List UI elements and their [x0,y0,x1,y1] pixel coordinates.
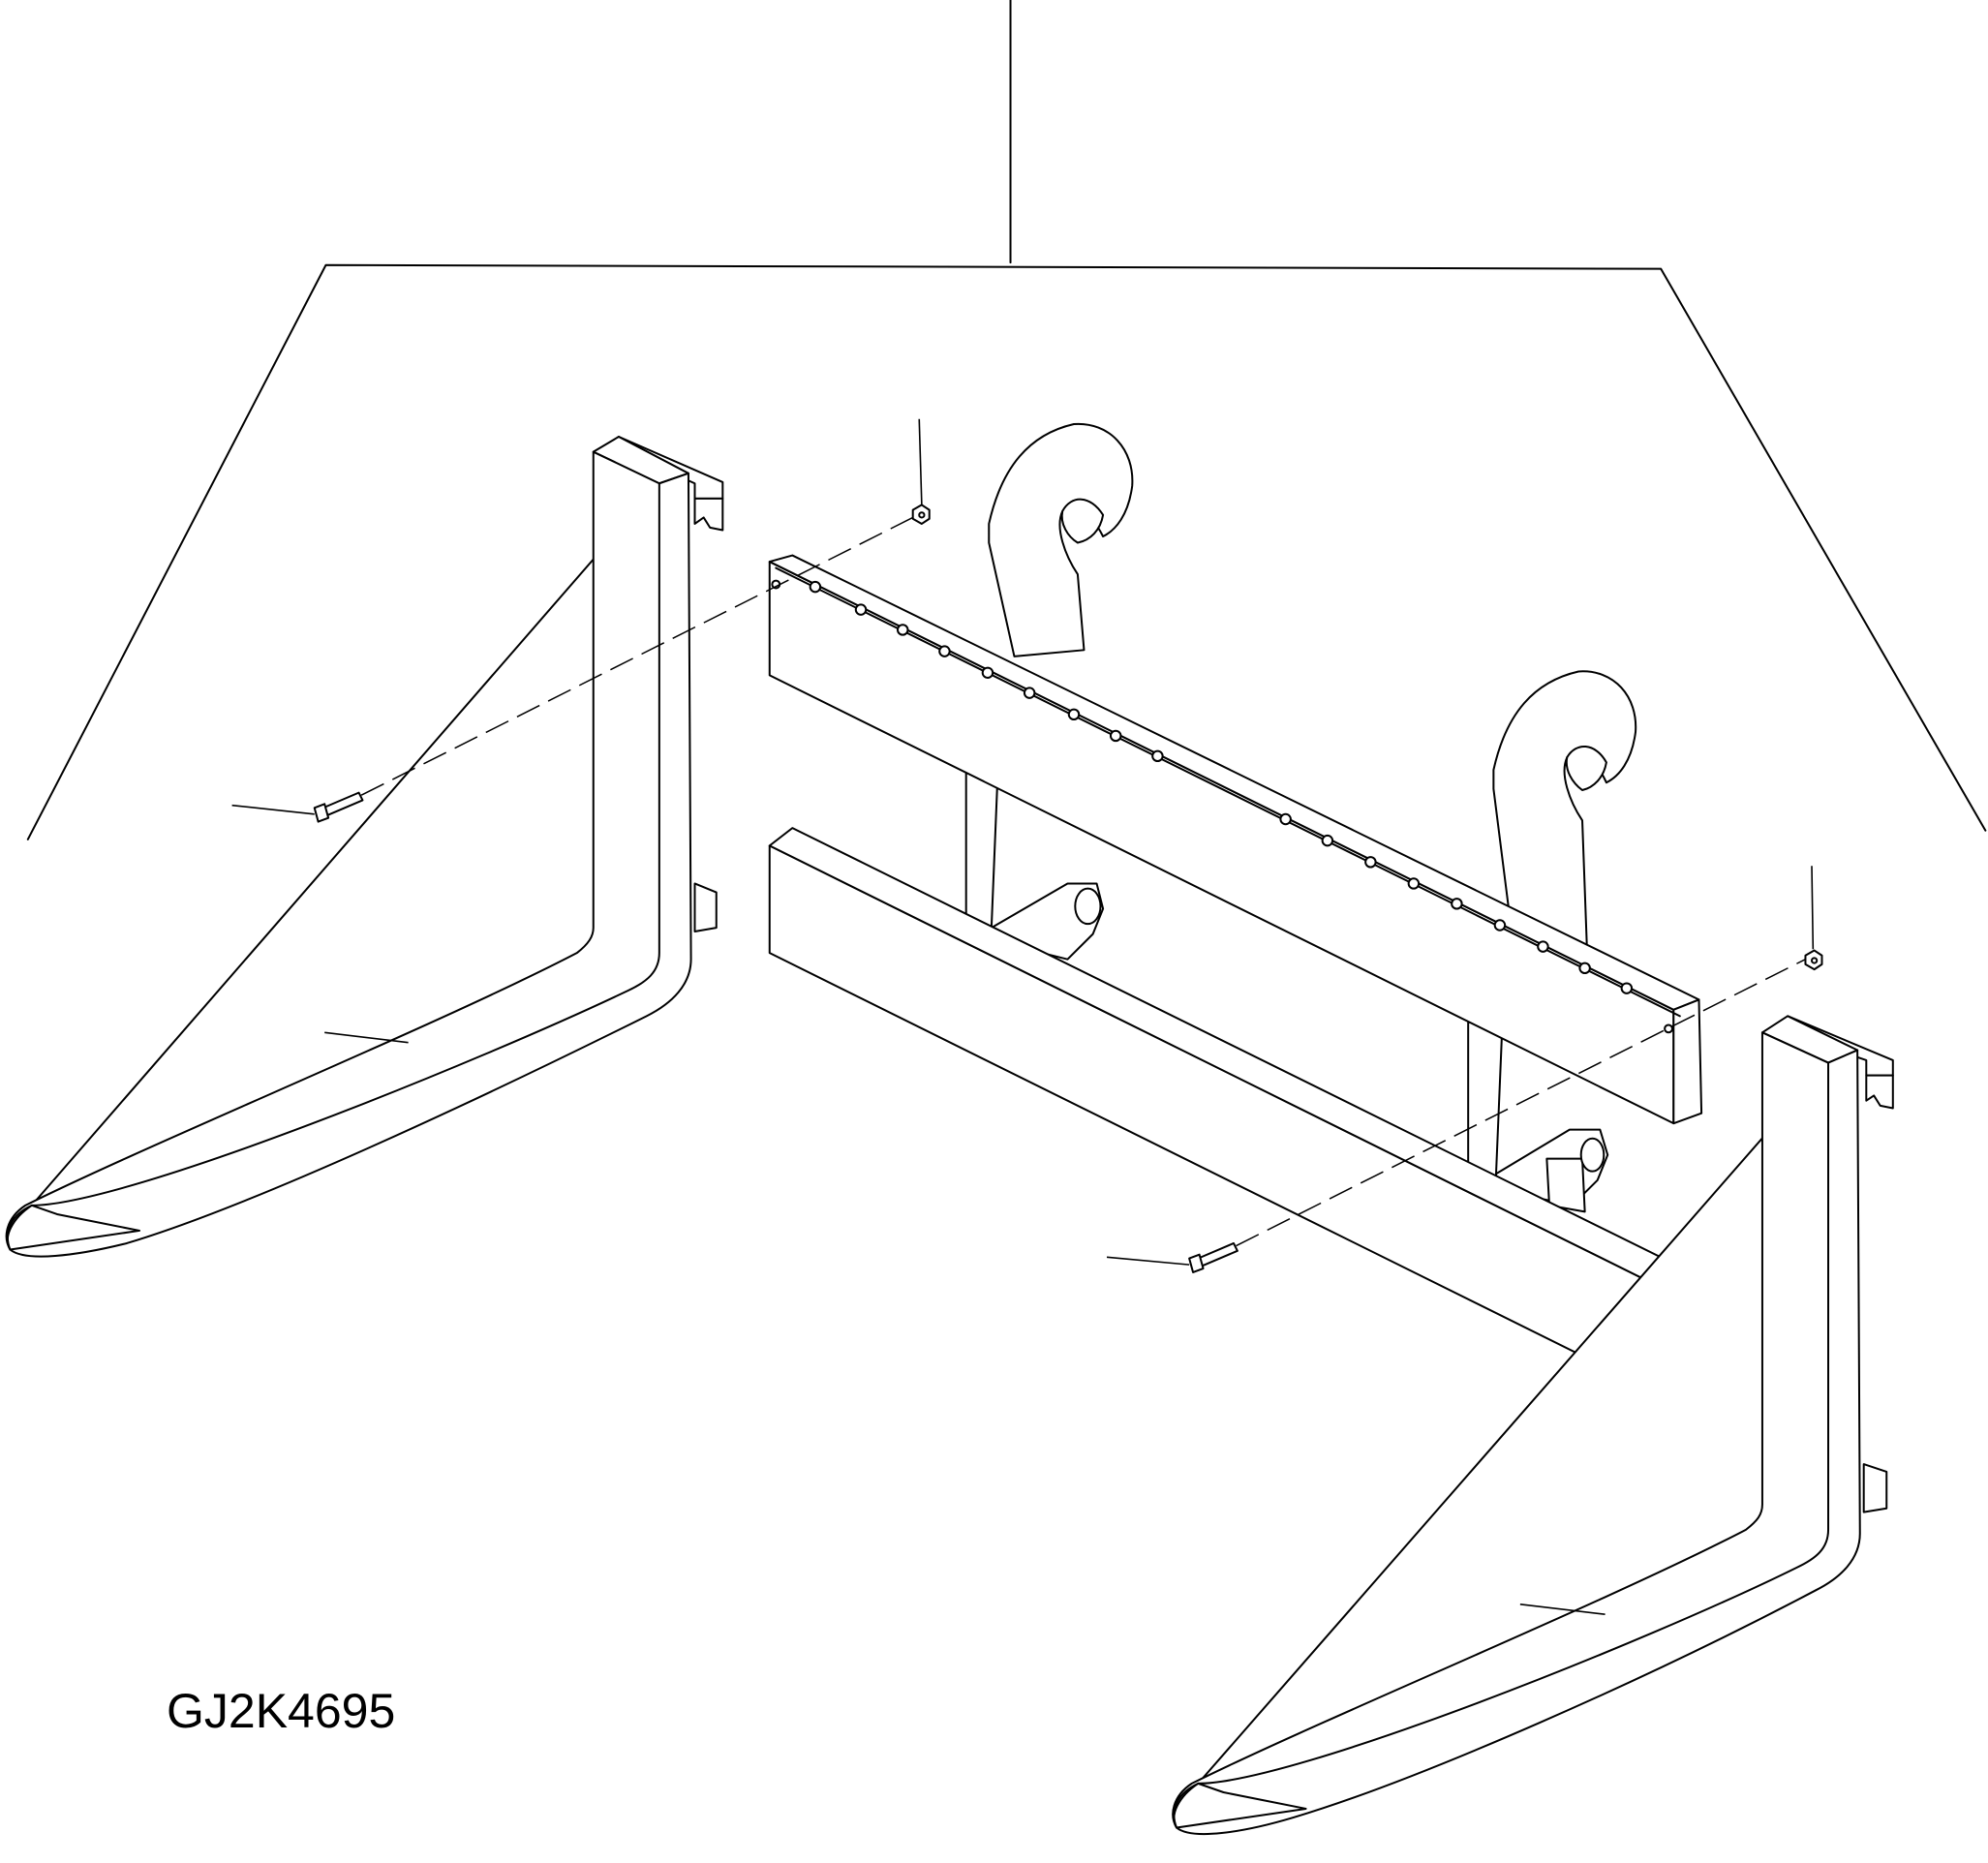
carriage-frame [770,424,1701,1401]
drawing-reference-code: GJ2K4695 [167,1684,396,1738]
assembly-centerlines [361,517,1805,1245]
nut-right [1805,951,1821,970]
bolt-left [315,793,363,822]
leader-lines [232,419,1814,1614]
fork-notches [810,582,1632,993]
fork-right [1173,1016,1893,1834]
group-bracket [28,0,1986,840]
bolt-right [1189,1243,1238,1272]
hook-plate-right [1468,671,1636,1211]
nut-left [913,504,930,524]
fork-left [7,437,723,1257]
carriage-upper-bar [770,556,1701,1124]
